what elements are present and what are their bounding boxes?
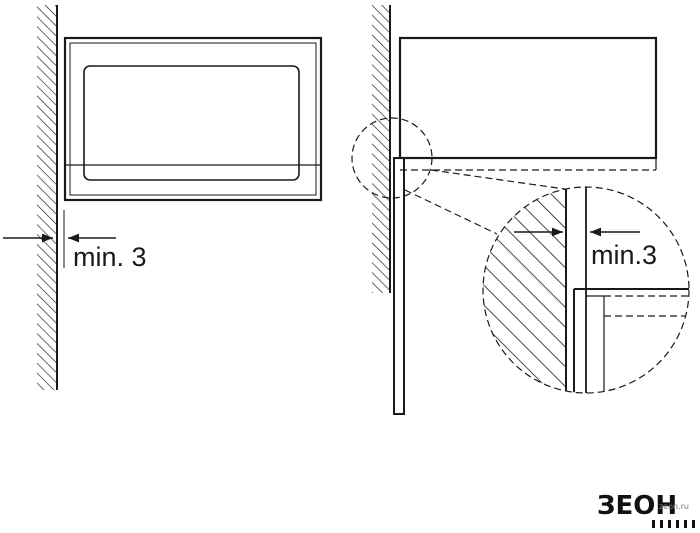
side-view: min.3 bbox=[351, 5, 690, 415]
front-view: min. 3 bbox=[3, 5, 323, 390]
zeon-logo-icon: ЗЕОН bbox=[597, 491, 695, 528]
detail-marker-circle bbox=[351, 117, 433, 199]
appliance-side bbox=[398, 36, 658, 171]
left-clearance-dimension: min. 3 bbox=[3, 210, 147, 272]
right-wall bbox=[372, 5, 391, 293]
cabinet-panel bbox=[393, 157, 405, 415]
left-clearance-label: min. 3 bbox=[73, 242, 147, 272]
watermark: ЗЕОН zeon.ru bbox=[597, 491, 695, 528]
left-wall bbox=[37, 5, 58, 390]
watermark-tag: zeon.ru bbox=[659, 502, 689, 511]
watermark-brand: ЗЕОН bbox=[597, 491, 677, 521]
magnified-detail: min.3 bbox=[482, 186, 690, 394]
appliance-front bbox=[63, 36, 323, 202]
right-clearance-label: min.3 bbox=[591, 240, 657, 270]
detail-leader-lower bbox=[404, 189, 498, 235]
detail-leader-upper bbox=[430, 169, 587, 193]
